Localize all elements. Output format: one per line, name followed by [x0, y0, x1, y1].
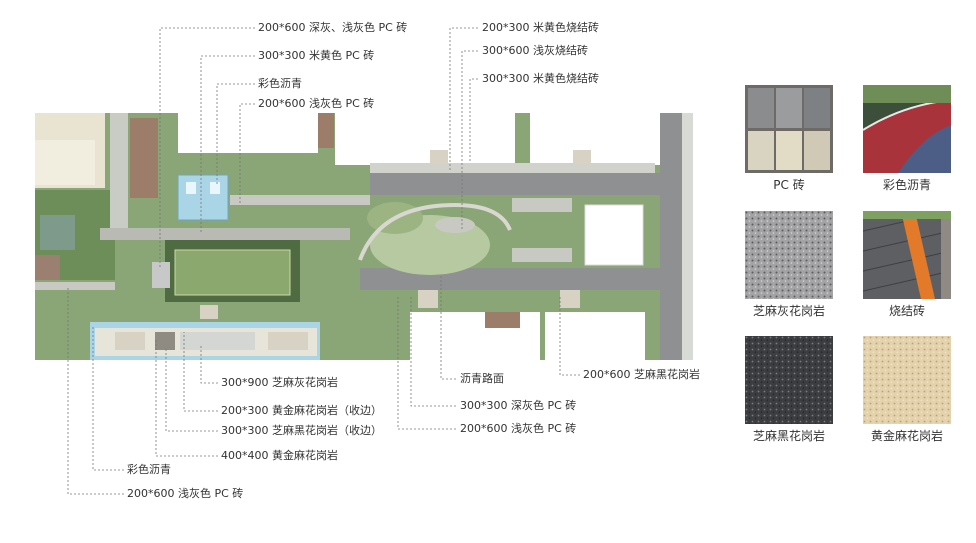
- leader-t4: [239, 103, 255, 205]
- caption-sesame-grey-granite: 芝麻灰花岗岩: [752, 304, 825, 318]
- vertical-walk: [110, 113, 128, 233]
- callout-t6: 300*600 浅灰烧结砖: [482, 44, 588, 57]
- leader-t6: [461, 50, 478, 230]
- leader-t5: [449, 27, 478, 170]
- callout-t5: 200*300 米黄色烧结砖: [482, 21, 599, 34]
- caption-sintered-brick: 烧结砖: [888, 304, 925, 318]
- callout-b4: 400*400 黄金麻花岗岩: [221, 449, 338, 462]
- lower-pavilion-2: [155, 332, 175, 350]
- leader-b3: [165, 348, 218, 432]
- leader-t1: [159, 27, 255, 268]
- leader-b2: [183, 332, 218, 412]
- swatch-colored-asphalt: [863, 85, 951, 173]
- right-building: [584, 204, 644, 266]
- lower-gate-left: [200, 305, 218, 319]
- leader-b1: [200, 345, 218, 384]
- left-grey-path: [35, 282, 115, 290]
- callout-b8: 300*300 深灰色 PC 砖: [460, 399, 577, 412]
- lower-pavilion-4: [268, 332, 308, 350]
- water-cell-1: [186, 182, 196, 194]
- upper-building-3: [530, 113, 660, 165]
- leader-b6: [67, 287, 124, 495]
- lower-red-block: [485, 312, 520, 328]
- callout-t7: 300*300 米黄色烧结砖: [482, 72, 599, 85]
- right-road: [660, 113, 682, 360]
- parking-row-2: [512, 248, 572, 262]
- water-cell-2: [210, 182, 220, 194]
- small-kiosk: [152, 262, 170, 288]
- upper-red-block: [318, 113, 334, 148]
- callout-t1: 200*600 深灰、浅灰色 PC 砖: [258, 21, 408, 34]
- leader-b9: [397, 297, 456, 430]
- callout-b10: 200*600 芝麻黑花岗岩: [583, 368, 700, 381]
- leader-b7: [440, 275, 456, 380]
- left-building-strip: [35, 140, 95, 185]
- callout-t4: 200*600 浅灰色 PC 砖: [258, 97, 375, 110]
- leader-b4: [155, 338, 218, 457]
- gate-upper-2: [573, 150, 591, 164]
- tree-strip: [130, 118, 158, 198]
- callout-b6: 200*600 浅灰色 PC 砖: [127, 487, 244, 500]
- lower-pavilion-1: [115, 332, 145, 350]
- gate-lower-2: [560, 290, 580, 308]
- swatch-pc-brick: [745, 85, 833, 173]
- callout-t2: 300*300 米黄色 PC 砖: [258, 49, 375, 62]
- upper-walk: [370, 163, 655, 173]
- swatch-sesame-black-granite: [745, 336, 833, 424]
- callout-b2: 200*300 黄金麻花岗岩（收边）: [221, 404, 382, 417]
- callout-b9: 200*600 浅灰色 PC 砖: [460, 422, 577, 435]
- upper-building-2: [335, 113, 515, 165]
- leader-b5: [92, 326, 124, 471]
- upper-road: [370, 173, 685, 195]
- callout-b7: 沥青路面: [460, 372, 504, 385]
- plaza-feature: [435, 217, 475, 233]
- central-paving: [230, 195, 370, 205]
- callout-b3: 300*300 芝麻黑花岗岩（收边）: [221, 424, 382, 437]
- left-building-2: [35, 255, 60, 280]
- caption-pc-brick: PC 砖: [773, 178, 805, 192]
- swatch-sintered-brick: [863, 211, 951, 299]
- leader-b10: [559, 297, 580, 376]
- caption-colored-asphalt: 彩色沥青: [882, 178, 931, 192]
- parking-row-1: [512, 198, 572, 212]
- swatch-sesame-grey-granite: [745, 211, 833, 299]
- leader-t3: [216, 83, 255, 185]
- caption-sesame-black-granite: 芝麻黑花岗岩: [752, 429, 825, 443]
- caption-golden-sesame-granite: 黄金麻花岗岩: [870, 429, 943, 443]
- lower-building-2: [545, 312, 645, 360]
- left-pond: [40, 215, 75, 250]
- plaza-arc: [358, 202, 512, 261]
- right-edge-grey: [682, 113, 693, 360]
- leader-b8: [410, 295, 456, 407]
- sports-field: [174, 249, 291, 296]
- callout-b1: 300*900 芝麻灰花岗岩: [221, 376, 338, 389]
- gate-lower-1: [418, 290, 438, 308]
- leader-t7: [469, 78, 478, 162]
- leader-t2: [200, 55, 255, 234]
- callout-t3: 彩色沥青: [258, 77, 302, 90]
- central-paving-2: [100, 228, 350, 240]
- callout-b5: 彩色沥青: [127, 463, 171, 476]
- lower-pavilion-3: [180, 332, 255, 350]
- gate-upper-1: [430, 150, 448, 164]
- swatch-golden-sesame-granite: [863, 336, 951, 424]
